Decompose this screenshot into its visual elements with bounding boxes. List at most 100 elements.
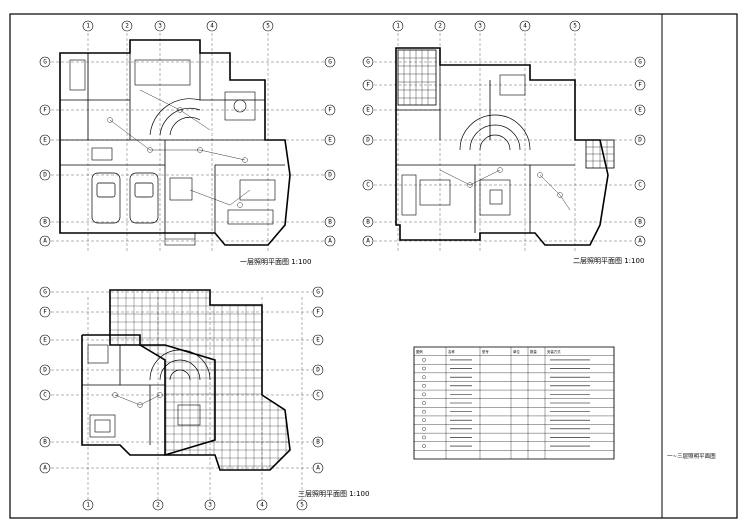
axis-bubble: [324, 56, 336, 68]
axis-bubble: [362, 235, 374, 247]
axis-bubble: [634, 134, 646, 146]
sheet-border: [9, 13, 738, 519]
legend-header: 名称: [448, 349, 455, 354]
axis-bubble: [39, 235, 51, 247]
axis-bubble: [154, 20, 166, 32]
axis-bubble: [312, 286, 324, 298]
axis-bubble: [392, 20, 404, 32]
axis-bubble: [312, 389, 324, 401]
axis-bubble: [39, 462, 51, 474]
axis-label: A: [366, 238, 370, 245]
axis-label: D: [328, 172, 332, 179]
axis-label: F: [366, 82, 370, 89]
axis-bubble: [569, 20, 581, 32]
axis-label: 4: [210, 23, 214, 30]
axis-label: F: [316, 309, 320, 316]
axis-bubble: [519, 20, 531, 32]
first-floor-plan: 1 2 3 4 5G G F F E E D D B B A A: [39, 20, 336, 266]
title-block-drawing-name: 一~三层照明平面图: [667, 452, 716, 460]
axis-bubble: [634, 179, 646, 191]
axis-bubble: [362, 104, 374, 116]
axis-bubble: [362, 56, 374, 68]
axis-label: A: [43, 238, 47, 245]
axis-label: D: [316, 367, 320, 374]
axis-label: B: [43, 439, 47, 446]
legend-header: 图例: [416, 349, 423, 354]
legend-table: 图例名称型号单位数量安装方式: [413, 346, 615, 460]
axis-label: 5: [573, 23, 577, 30]
legend-header: 型号: [482, 349, 489, 354]
axis-bubble: [39, 334, 51, 346]
axis-label: 1: [86, 502, 90, 509]
axis-label: A: [328, 238, 332, 245]
axis-label: C: [638, 182, 642, 189]
first-floor-plan-title: 一层照明平面图 1:100: [240, 258, 311, 266]
axis-label: B: [328, 219, 332, 226]
axis-bubble: [474, 20, 486, 32]
third-floor-plan-title: 三层照明平面图 1:100: [298, 490, 369, 498]
axis-bubble: [256, 499, 268, 511]
axis-label: 2: [125, 23, 129, 30]
first-floor-axis-grid: 1 2 3 4 5G G F F E E D D B B A A: [39, 20, 336, 253]
axis-label: D: [43, 172, 47, 179]
axis-label: 4: [523, 23, 527, 30]
axis-label: C: [366, 182, 370, 189]
axis-label: 1: [396, 23, 400, 30]
axis-label: E: [43, 137, 47, 144]
axis-bubble: [206, 20, 218, 32]
axis-label: E: [638, 107, 642, 114]
axis-label: G: [328, 59, 332, 66]
axis-label: E: [316, 337, 320, 344]
axis-bubble: [39, 306, 51, 318]
axis-label: A: [43, 465, 47, 472]
axis-bubble: [324, 169, 336, 181]
axis-bubble: [434, 20, 446, 32]
axis-bubble: [39, 364, 51, 376]
axis-label: B: [43, 219, 47, 226]
axis-bubble: [324, 235, 336, 247]
axis-label: G: [43, 59, 47, 66]
axis-bubble: [39, 134, 51, 146]
axis-bubble: [312, 334, 324, 346]
axis-label: 3: [158, 23, 162, 30]
axis-bubble: [634, 216, 646, 228]
axis-bubble: [312, 364, 324, 376]
axis-bubble: [82, 499, 94, 511]
axis-label: B: [316, 439, 320, 446]
axis-label: F: [328, 107, 332, 114]
legend-header: 数量: [530, 349, 537, 354]
axis-label: 1: [86, 23, 90, 30]
axis-label: 4: [260, 502, 264, 509]
axis-bubble: [634, 235, 646, 247]
axis-bubble: [204, 499, 216, 511]
axis-label: G: [43, 289, 47, 296]
axis-label: A: [638, 238, 642, 245]
axis-bubble: [362, 179, 374, 191]
axis-label: 5: [266, 23, 270, 30]
axis-label: F: [43, 309, 47, 316]
second-floor-plan-title: 二层照明平面图 1:100: [573, 257, 644, 265]
axis-label: D: [366, 137, 370, 144]
axis-bubble: [262, 20, 274, 32]
axis-bubble: [39, 436, 51, 448]
axis-label: G: [316, 289, 320, 296]
axis-bubble: [296, 499, 308, 511]
axis-label: G: [366, 59, 370, 66]
axis-bubble: [312, 462, 324, 474]
axis-label: G: [638, 59, 642, 66]
axis-label: F: [43, 107, 47, 114]
axis-label: A: [316, 465, 320, 472]
axis-label: B: [638, 219, 642, 226]
axis-label: C: [43, 392, 47, 399]
axis-bubble: [362, 216, 374, 228]
axis-bubble: [324, 134, 336, 146]
axis-label: E: [366, 107, 370, 114]
axis-label: 2: [438, 23, 442, 30]
axis-bubble: [634, 56, 646, 68]
axis-label: 5: [300, 502, 304, 509]
axis-bubble: [324, 216, 336, 228]
axis-label: E: [328, 137, 332, 144]
